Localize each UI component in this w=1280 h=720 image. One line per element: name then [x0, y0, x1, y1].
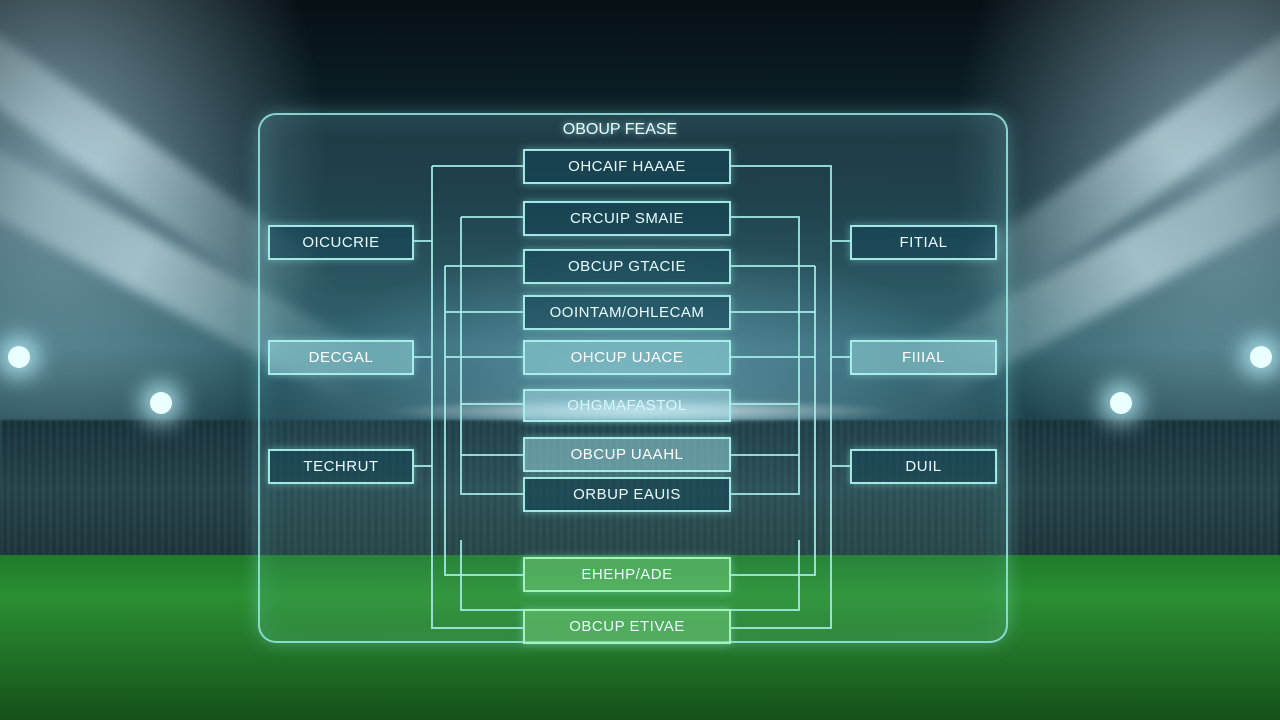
bracket-node[interactable]: CRCUIP SMAIE	[523, 201, 731, 236]
bracket-node-right[interactable]: DUIL	[850, 449, 997, 484]
connector-line	[730, 266, 816, 576]
connector-line	[730, 216, 800, 495]
stadium-lamp	[150, 392, 172, 414]
bracket-node-right[interactable]: FIIIAL	[850, 340, 997, 375]
bracket-node[interactable]: OHCAIF HAAAE	[523, 149, 731, 184]
stadium-lamp	[1110, 392, 1132, 414]
bracket-node-left[interactable]: TECHRUT	[268, 449, 414, 484]
bracket-node-right[interactable]: FITIAL	[850, 225, 997, 260]
bracket-node[interactable]: OHCUP UJACE	[523, 340, 731, 375]
connector-line	[730, 540, 800, 611]
stadium-lamp	[8, 346, 30, 368]
bracket-panel	[258, 113, 1008, 643]
bracket-node[interactable]: ORBUP EAUIS	[523, 477, 731, 512]
connector-line	[460, 540, 523, 611]
bracket-node-left[interactable]: DECGAL	[268, 340, 414, 375]
bracket-node[interactable]: OBCUP ETIVAE	[523, 609, 731, 644]
connector-line	[460, 217, 523, 495]
bracket-node[interactable]: OHGMAFASTOL	[523, 389, 731, 422]
connector-line	[730, 165, 832, 629]
connector-line	[444, 266, 523, 576]
bracket-node[interactable]: EHEHP/ADE	[523, 557, 731, 592]
bracket-node-left[interactable]: OICUCRIE	[268, 225, 414, 260]
bracket-node[interactable]: OBCUP GTACIE	[523, 249, 731, 284]
stadium-lamp	[1250, 346, 1272, 368]
bracket-node[interactable]: OOINTAM/OHLECAM	[523, 295, 731, 330]
bracket-node[interactable]: OBCUP UAAHL	[523, 437, 731, 472]
connector-line	[431, 166, 523, 629]
bracket-title: OBOUP FEASE	[562, 121, 678, 138]
